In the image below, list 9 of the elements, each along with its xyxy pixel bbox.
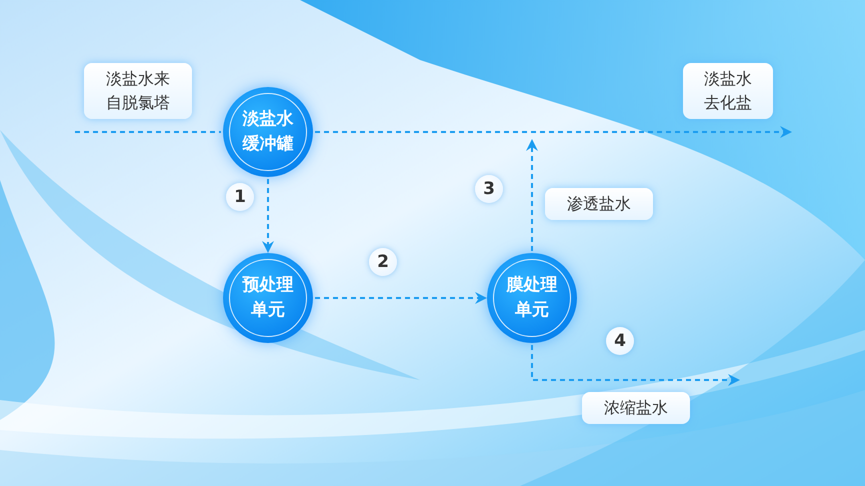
- dashed-arrow: [526, 139, 538, 251]
- dashed-arrow: [531, 345, 740, 386]
- label-box: 渗透盐水: [545, 188, 653, 220]
- label-box: 淡盐水去化盐: [683, 63, 773, 119]
- dashed-arrow: [315, 292, 487, 304]
- dashed-arrow: [262, 179, 274, 253]
- label-box: 淡盐水来自脱氯塔: [84, 63, 192, 119]
- label-box: 浓缩盐水: [582, 392, 690, 424]
- dashed-arrow: [315, 126, 792, 138]
